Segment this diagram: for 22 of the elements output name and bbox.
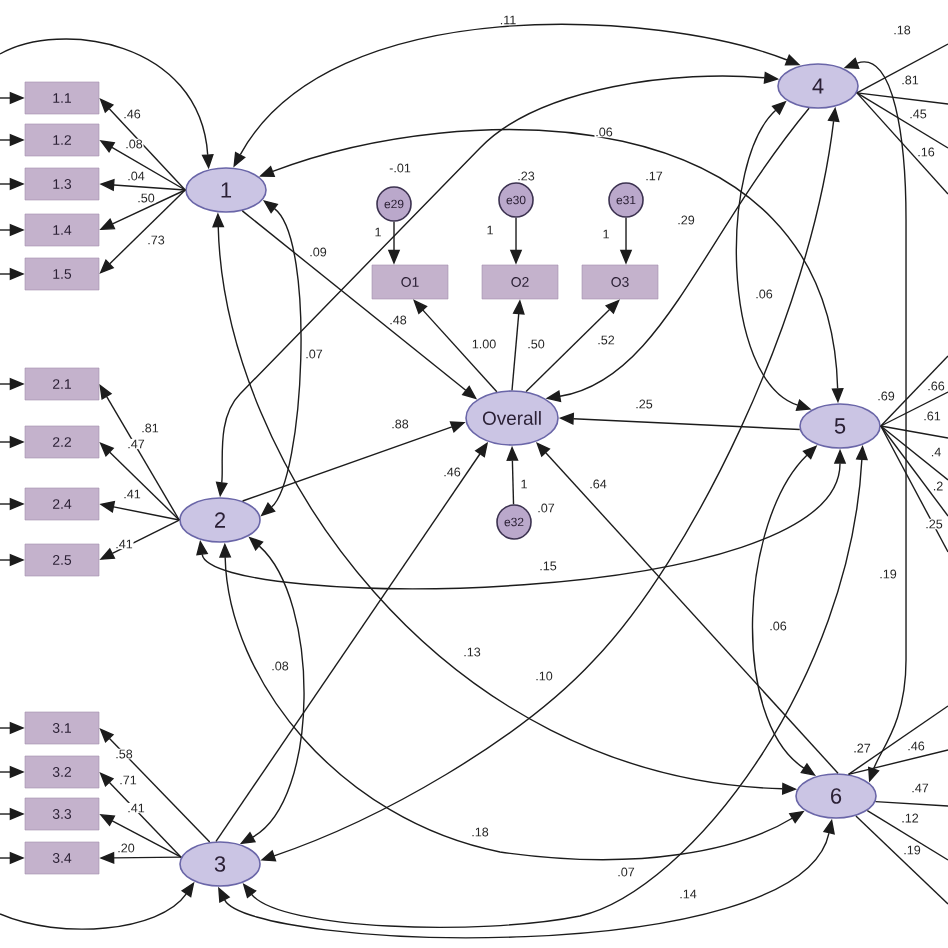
arrow: [99, 384, 180, 521]
connector-line: [855, 815, 948, 905]
connector-line: [880, 425, 948, 481]
arrow: [99, 189, 186, 274]
arrow: [99, 772, 182, 858]
connector-line: [856, 92, 948, 105]
connector-line: [847, 749, 948, 775]
connector-line: [847, 705, 948, 775]
arrow: [99, 98, 186, 191]
connector-line: [880, 425, 948, 439]
connector-line: [880, 391, 948, 427]
connector-line: [880, 425, 948, 553]
connector-line: [856, 92, 948, 149]
connector-line: [856, 92, 948, 195]
connector-line: [880, 425, 948, 517]
connector-line: [874, 800, 948, 807]
connector-line: [866, 809, 948, 861]
arrow: [525, 299, 620, 393]
connector-line: [880, 355, 948, 427]
arrow: [99, 442, 180, 521]
connector-line: [856, 43, 948, 94]
arrow: [99, 728, 211, 843]
